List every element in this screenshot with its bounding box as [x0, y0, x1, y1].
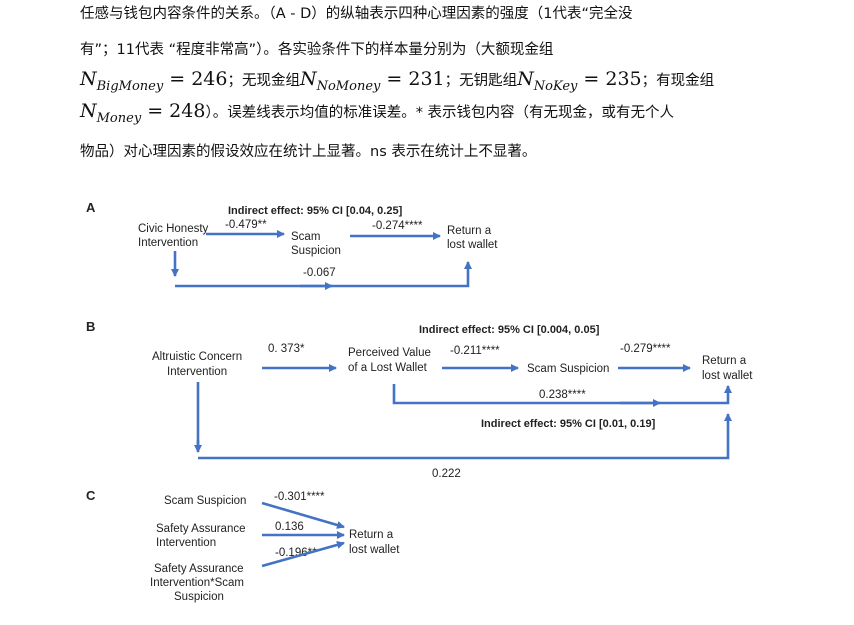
- panel-b-node-x-line2: Intervention: [167, 366, 227, 378]
- panel-b-path-m1m2-coef: -0.211****: [450, 345, 500, 357]
- math-n-nokey: NNoKey = 235: [517, 68, 642, 94]
- caption-line-5: 物品）对心理因素的假设效应在统计上显著。ns 表示在统计上不显著。: [80, 144, 537, 160]
- panel-b-arrows: [194, 364, 732, 460]
- panel-b-path-m1y-coef: 0.238****: [539, 389, 586, 401]
- panel-a-path-a-coef: -0.479**: [225, 219, 267, 231]
- panel-b-node-m2: Scam Suspicion: [527, 363, 609, 375]
- panel-b-node-m1: Perceived Value: [348, 347, 431, 359]
- panel-b-indirect-effect-1: Indirect effect: 95% CI [0.004, 0.05]: [419, 324, 600, 336]
- panel-c-pred-3: Safety Assurance: [154, 563, 244, 575]
- caption-line-4: NMoney = 248）。误差线表示均值的标准误差。* 表示钱包内容（有无现金…: [80, 100, 675, 126]
- math-n-money: NMoney = 248: [80, 100, 206, 126]
- panel-a-node-y: Return a: [447, 225, 492, 237]
- panel-c-pred-3-line3: Suspicion: [174, 591, 224, 603]
- panel-a-label: A: [86, 200, 96, 215]
- panel-c-pred-2: Safety Assurance: [156, 523, 246, 535]
- panel-c-pred-1: Scam Suspicion: [164, 495, 246, 507]
- math-n-nomoney: NNoMoney = 231: [299, 68, 445, 94]
- panel-a-node-x-line2: Intervention: [138, 237, 198, 249]
- panel-a-arrows: [171, 230, 472, 290]
- panel-a-node-m: Scam: [291, 231, 320, 243]
- panel-c-pred-2-line2: Intervention: [156, 537, 216, 549]
- panel-b-node-m1-line2: of a Lost Wallet: [348, 362, 428, 374]
- panel-c-node-y-line2: lost wallet: [349, 544, 400, 556]
- panel-b-path-a-coef: 0. 373*: [268, 343, 305, 355]
- panel-c-arrow-1: [261, 501, 345, 529]
- panel-c-coef-1: -0.301****: [274, 491, 325, 503]
- panel-a-path-c-coef: -0.067: [303, 267, 336, 279]
- panel-a-node-m-line2: Suspicion: [291, 245, 341, 257]
- panel-b-label: B: [86, 319, 95, 334]
- panel-b-node-y: Return a: [702, 355, 747, 367]
- panel-b-arrow-direct: [198, 413, 732, 460]
- panel-c-arrow-3: [261, 541, 345, 568]
- panel-b-node-y-line2: lost wallet: [702, 370, 753, 382]
- panel-c-pred-3-line2: Intervention*Scam: [150, 577, 244, 589]
- panel-c-node-y: Return a: [349, 529, 394, 541]
- math-n-bigmoney: NBigMoney = 246: [80, 68, 228, 94]
- panel-c-arrows: [261, 501, 345, 568]
- panel-b-indirect-effect-2: Indirect effect: 95% CI [0.01, 0.19]: [481, 418, 656, 430]
- caption-line-3: NBigMoney = 246；无现金组NNoMoney = 231；无钥匙组N…: [80, 68, 715, 94]
- panel-a-path-b-coef: -0.274****: [372, 220, 423, 232]
- caption-line-2: 有”；11代表 “程度非常高”）。各实验条件下的样本量分别为（大额现金组: [80, 42, 554, 58]
- caption-line-1: 任感与钱包内容条件的关系。（A - D）的纵轴表示四种心理因素的强度（1代表“完…: [80, 6, 633, 22]
- panel-a-arrow-direct: [175, 261, 472, 288]
- panel-c-label: C: [86, 488, 96, 503]
- panel-b-node-x: Altruistic Concern: [152, 351, 242, 363]
- panel-b-path-c-coef: 0.222: [432, 468, 461, 480]
- panel-c-coef-3: -0.196**: [275, 547, 317, 559]
- panel-c-coef-2: 0.136: [275, 521, 304, 533]
- panel-a-node-x: Civic Honesty: [138, 223, 209, 235]
- panel-b-path-m2y-coef: -0.279****: [620, 343, 671, 355]
- panel-a-indirect-effect: Indirect effect: 95% CI [0.04, 0.25]: [228, 205, 403, 217]
- panel-a-node-y-line2: lost wallet: [447, 239, 498, 251]
- panel-b-arrow-m1-to-y: [392, 384, 732, 405]
